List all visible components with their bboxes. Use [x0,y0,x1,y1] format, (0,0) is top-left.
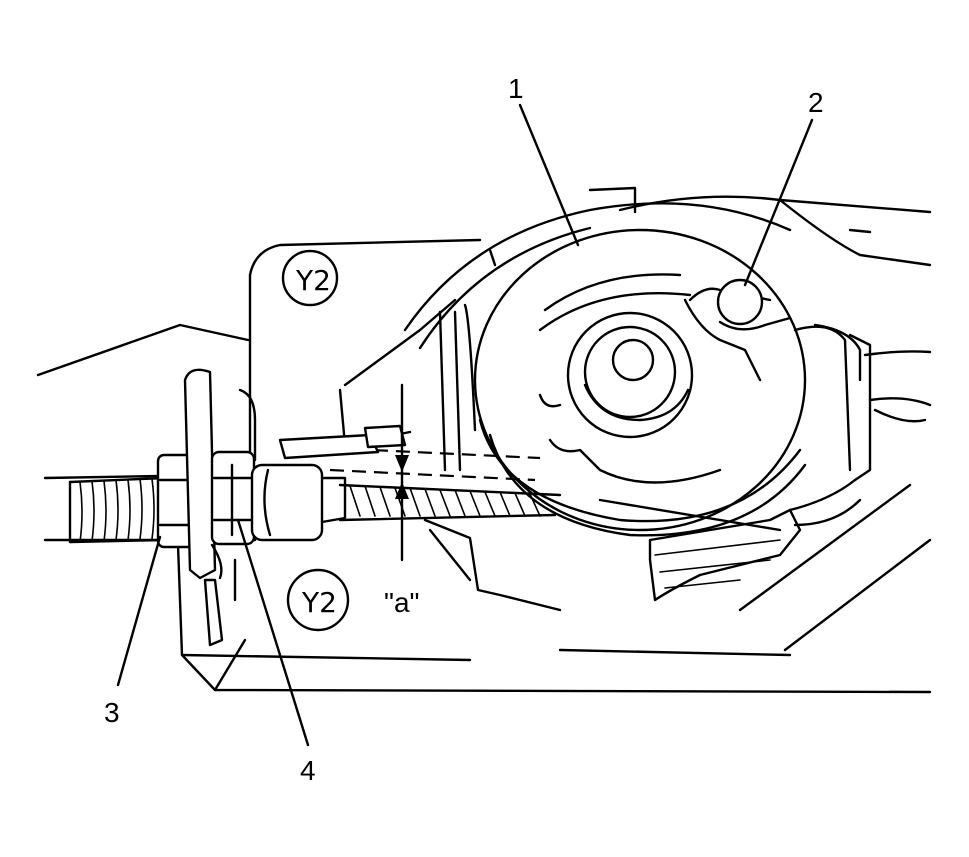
pulley-pin [716,278,764,326]
cable-bracket [423,518,562,612]
callout-label-4: 4 [300,755,316,786]
bolt-icon: Y2 [281,249,339,307]
cable-clamp-tab [183,368,257,647]
adjusting-nut [210,450,256,546]
throttle-pulley [338,186,807,537]
callout-label-3: 3 [104,697,120,728]
callout-label-2: 2 [808,87,824,118]
adjuster-rod [68,476,167,544]
svg-text:Y2: Y2 [295,264,331,297]
dimension-a-marker [395,383,409,562]
callout-leaders [116,103,814,747]
cable-guide [598,323,872,602]
bolt-icon: Y2 [286,568,350,632]
throttle-cable [278,303,562,522]
dimension-label-a: "a" [384,587,419,618]
svg-text:Y2: Y2 [301,586,337,619]
frame-lines [36,195,932,657]
callout-label-1: 1 [508,73,524,104]
cable-housing-end [250,463,347,542]
